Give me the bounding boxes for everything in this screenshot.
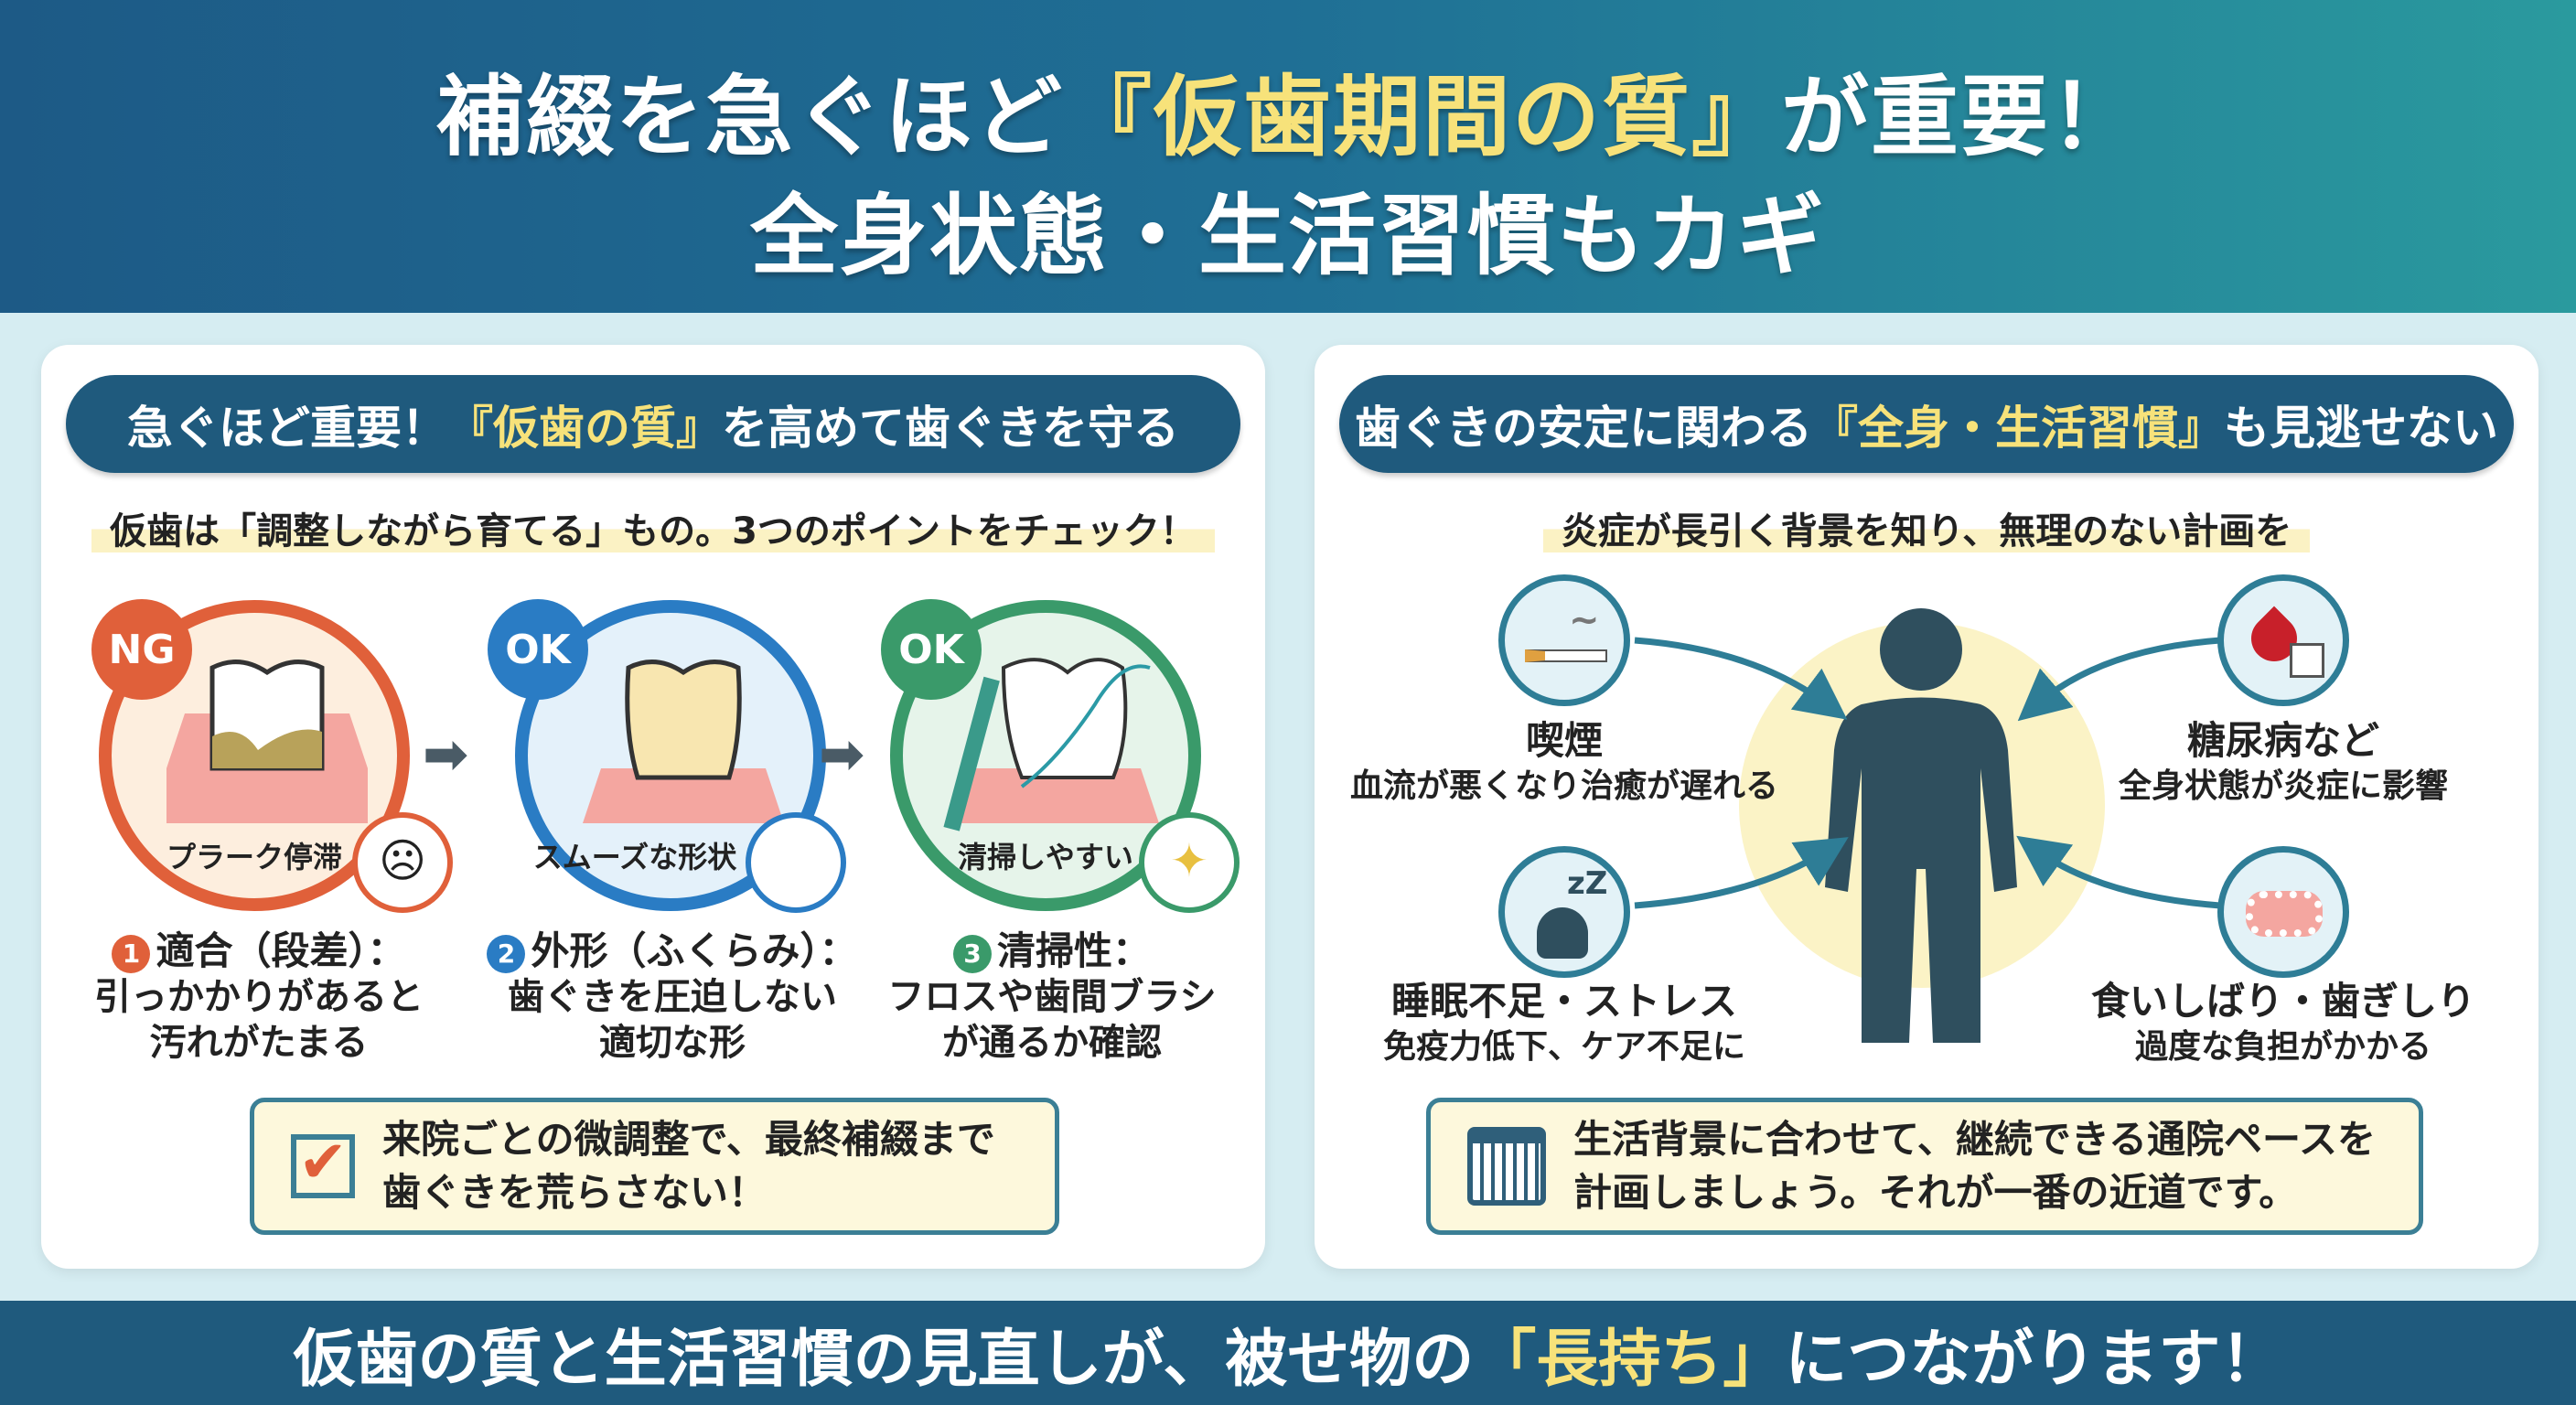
left-section-heading: 急ぐほど重要！『仮歯の質』を高めて歯ぐきを守る bbox=[66, 375, 1240, 473]
left-subtitle: 仮歯は「調整しながら育てる」もの。3つのポイントをチェック！ bbox=[91, 510, 1215, 552]
person-silhouette-icon bbox=[1825, 608, 2017, 1043]
main-title-line2: 全身状態・生活習慣もカギ bbox=[750, 185, 1826, 287]
factor-sleep-stress: 睡眠不足・ストレス免疫力低下、ケア不足に bbox=[1382, 979, 1745, 1066]
toothbrush-floss-icon bbox=[943, 658, 1159, 831]
caption-plaque: プラーク停滞 bbox=[166, 840, 342, 874]
caption-easy-clean: 清掃しやすい bbox=[958, 840, 1133, 874]
tooth-smooth-icon bbox=[583, 660, 784, 823]
right-subtitle: 炎症が長引く背景を知り、無理のない計画を bbox=[1542, 510, 2311, 552]
right-section-heading: 歯ぐきの安定に関わる『全身・生活習慣』も見逃せない bbox=[1339, 375, 2514, 473]
caption-smooth: スムーズな形状 bbox=[532, 840, 737, 874]
ng-badge: NG bbox=[91, 599, 192, 700]
footer-banner: 仮歯の質と生活習慣の見直しが、被せ物の「長持ち」につながります！ bbox=[0, 1301, 2576, 1405]
tooth-plaque-icon bbox=[166, 660, 368, 823]
blood-sugar-icon bbox=[2217, 574, 2349, 706]
factor-bruxism: 食いしばり・歯ぎしり過度な負担がかかる bbox=[2090, 979, 2475, 1066]
header-banner bbox=[0, 0, 2576, 313]
arrow-right-icon: ➡ bbox=[423, 723, 469, 787]
sad-tooth-icon: ☹ bbox=[352, 812, 453, 913]
left-callout: ✔ 来院ごとの微調整で、最終補綴まで歯ぐきを荒らさない！ bbox=[250, 1098, 1059, 1235]
healthy-gum-tooth-icon bbox=[746, 812, 846, 913]
right-callout: 生活背景に合わせて、継続できる通院ペースを計画しましょう。それが一番の近道です。 bbox=[1426, 1098, 2423, 1235]
calendar-icon bbox=[1467, 1127, 1546, 1206]
ok-badge-cleaning: OK bbox=[881, 599, 982, 700]
factor-diabetes: 糖尿病など全身状態が炎症に影響 bbox=[2118, 718, 2448, 805]
arrow-right-icon-2: ➡ bbox=[819, 723, 865, 787]
checkbox-check-icon: ✔ bbox=[291, 1133, 355, 1198]
teeth-icon bbox=[2217, 846, 2349, 978]
cigarette-icon: ~ bbox=[1498, 574, 1630, 706]
factor-smoking: 喫煙血流が悪くなり治癒が遅れる bbox=[1349, 718, 1778, 805]
ok-badge-shape: OK bbox=[488, 599, 588, 700]
sleep-icon: zZ bbox=[1498, 846, 1630, 978]
sparkling-tooth-icon: ✦ bbox=[1139, 812, 1240, 913]
main-title-line1: 補綴を急ぐほど『仮歯期間の質』が重要！ bbox=[436, 66, 2140, 168]
factor-arrows bbox=[1634, 637, 2221, 909]
